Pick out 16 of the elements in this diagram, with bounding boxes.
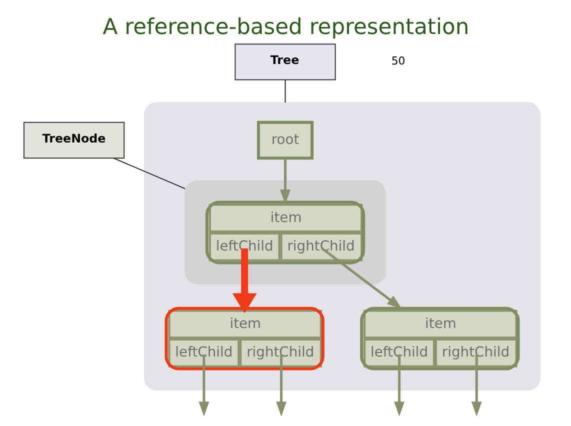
cluster <box>184 180 386 285</box>
arrow <box>320 247 402 309</box>
connector <box>284 79 286 104</box>
diagram-title: A reference-based representation <box>102 14 469 40</box>
connector <box>112 158 186 190</box>
arrow <box>470 354 482 417</box>
node-box: Tree <box>234 44 336 80</box>
arrow <box>394 354 404 417</box>
arrow <box>198 354 209 417</box>
arrow <box>276 354 286 417</box>
node-box: TreeNode <box>22 122 124 159</box>
label: 50 <box>390 54 405 68</box>
cluster <box>143 102 540 391</box>
arrow <box>232 248 256 314</box>
arrow <box>280 158 290 204</box>
node-box: root <box>256 120 314 160</box>
